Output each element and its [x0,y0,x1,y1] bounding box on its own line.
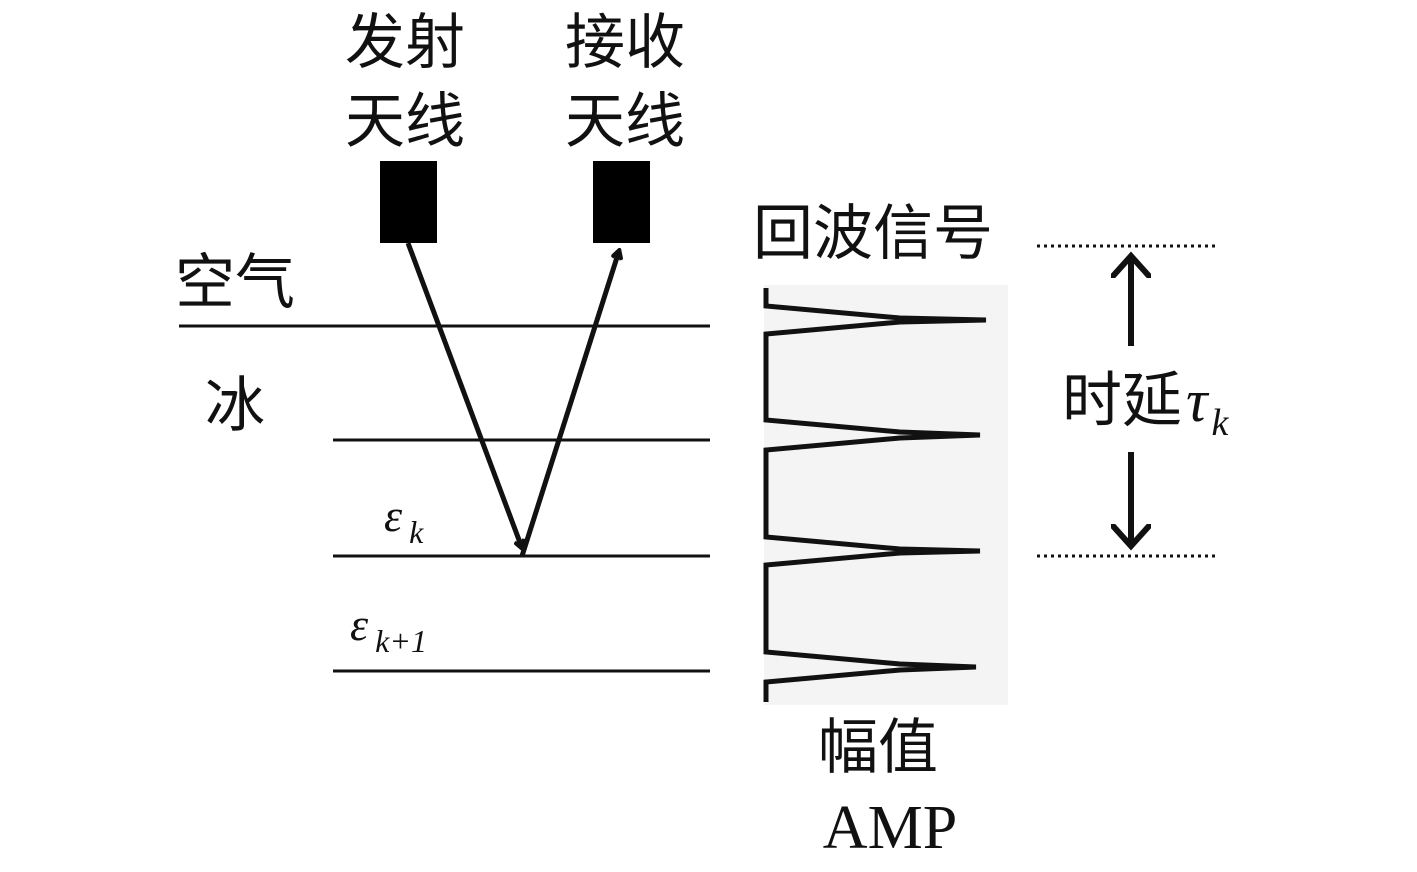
echo-waveform-trace [763,288,987,702]
amp-label-line1: 幅值 [818,713,938,783]
delay-tau-symbol: τ [1186,368,1210,434]
air-label: 空气 [175,248,295,318]
delay-tau-subscript: k [1211,402,1229,444]
receive-antenna [593,161,650,243]
echo-signal-title: 回波信号 [753,199,993,269]
eps-k1-subscript: k+1 [375,623,427,659]
eps-k-symbol: ε [384,490,403,541]
delay-label-text: 时延 [1062,366,1182,436]
amp-label-line2: AMP [823,794,957,862]
transmit-antenna-label-line2: 天线 [345,87,465,157]
eps-k-subscript: k [409,514,424,550]
eps-k-label: ε k [384,490,424,550]
eps-k1-symbol: ε [350,599,369,650]
receive-antenna-label-line2: 天线 [565,87,685,157]
eps-k1-label: ε k+1 [350,599,427,659]
delay-label: 时延 τ k [1062,366,1229,444]
ice-label: 冰 [205,371,265,441]
transmit-antenna [380,161,437,243]
echo-waveform-panel [764,285,1008,705]
incident-ray-arrow [405,242,522,548]
reflected-ray-arrow [519,251,619,557]
receive-antenna-label-line1: 接收 [565,8,685,78]
transmit-antenna-label-line1: 发射 [345,8,465,78]
